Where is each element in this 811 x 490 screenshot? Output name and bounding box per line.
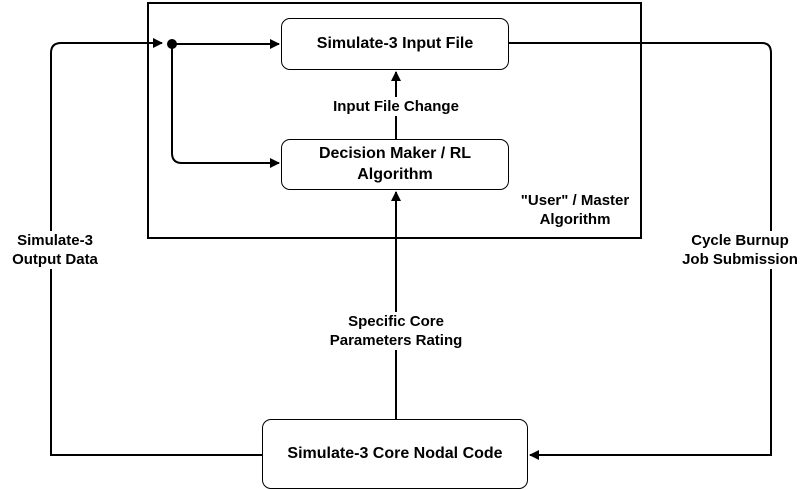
decision-maker-node: Decision Maker / RL Algorithm [281,139,509,190]
core-nodal-code-node: Simulate-3 Core Nodal Code [262,419,528,489]
input-file-change-label: Input File Change [318,97,474,117]
junction-dot [167,39,177,49]
decision-maker-label: Decision Maker / RL Algorithm [318,144,472,183]
junction-to-decision-maker-arrow [171,44,280,168]
core-nodal-code-label: Simulate-3 Core Nodal Code [287,444,503,462]
output-data-label: Simulate-3 Output Data [3,231,107,270]
master-algorithm-label: "User" / Master Algorithm [520,192,630,229]
output-data-loop-arrow [50,38,262,456]
master-algorithm-frame [147,2,642,239]
input-file-node: Simulate-3 Input File [281,18,509,70]
parameters-rating-label: Specific Core Parameters Rating [311,312,481,351]
job-submission-loop-arrow [509,42,772,460]
job-submission-label: Cycle Burnup Job Submission [672,231,808,270]
input-file-label: Simulate-3 Input File [316,34,474,52]
